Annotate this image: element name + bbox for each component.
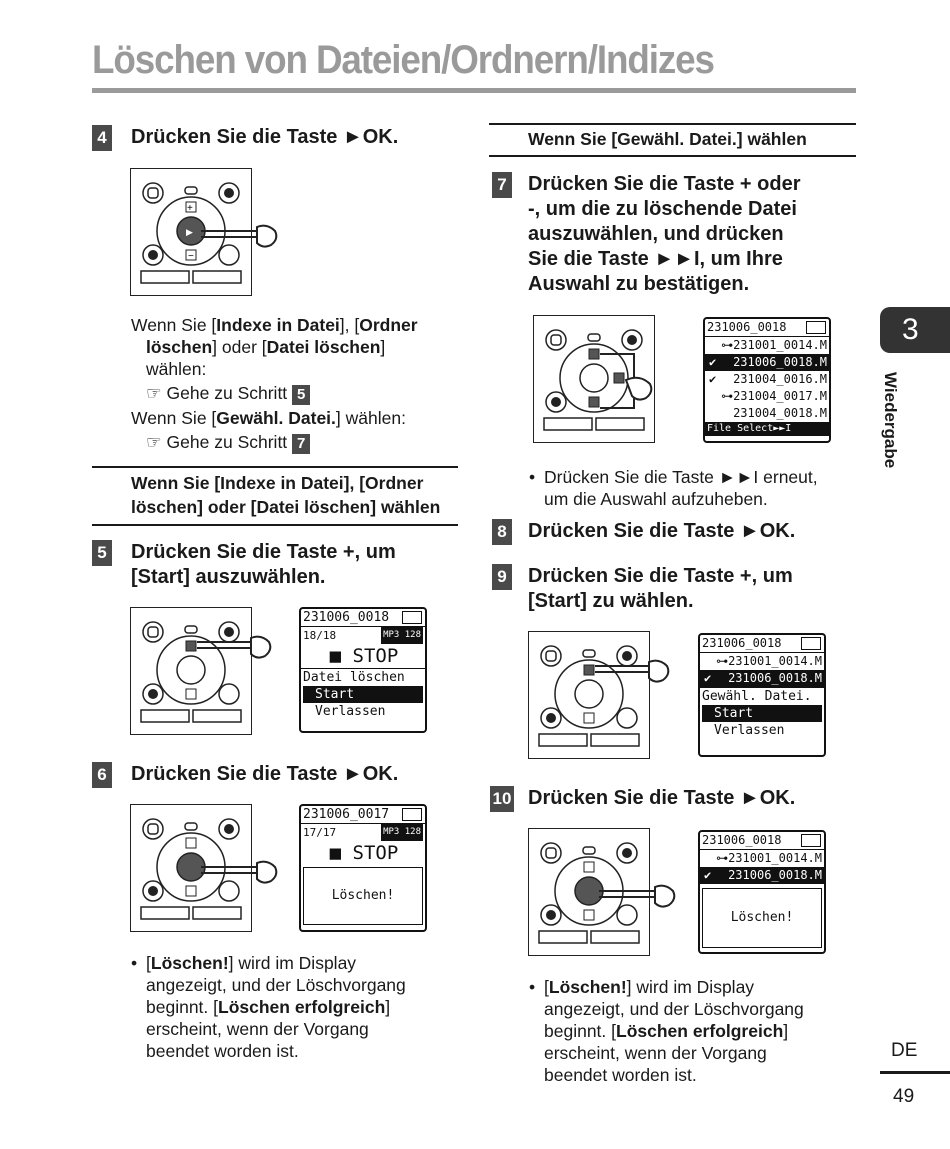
- step-number-5: 5: [92, 540, 112, 566]
- section-heading-right: Wenn Sie [Gewähl. Datei.] wählen: [528, 129, 807, 149]
- footer-rule: [880, 1071, 950, 1074]
- step-4-text: Drücken Sie die Taste ►OK.: [131, 126, 399, 148]
- step-number-6: 6: [92, 762, 112, 788]
- section-heading-left: Wenn Sie [Indexe in Datei], [Ordner lösc…: [131, 473, 441, 517]
- title-rule: [92, 88, 856, 93]
- check-icon: ✔: [709, 372, 717, 386]
- section-rule-bottom-left: [92, 524, 458, 526]
- section-rule-top-left: [92, 466, 458, 468]
- page-title: Löschen von Dateien/Ordnern/Indizes: [92, 38, 715, 82]
- check-icon: ✔: [704, 671, 712, 685]
- lcd-screen-step10: 231006_0018 ⊶231001_0014.M ✔231006_0018.…: [698, 830, 826, 954]
- step-number-10: 10: [490, 786, 514, 812]
- section-rule-top-right: [489, 123, 856, 125]
- page-number: 49: [893, 1086, 915, 1107]
- battery-icon: [801, 637, 821, 650]
- svg-text:+: +: [187, 203, 193, 214]
- device-illustration-step4: ▶ + −: [130, 168, 278, 296]
- device-illustration-step6: [130, 804, 278, 932]
- device-illustration-step10: [528, 828, 676, 956]
- section-rule-bottom-right: [489, 155, 856, 157]
- step-number-4: 4: [92, 125, 112, 151]
- step-10-text: Drücken Sie die Taste ►OK.: [528, 787, 796, 809]
- goto-step-7-badge: 7: [292, 434, 311, 454]
- battery-icon: [801, 834, 821, 847]
- step-5-text: Drücken Sie die Taste +, um [Start] ausz…: [131, 541, 396, 588]
- step-6-bullet: • [Löschen!] wird im Display angezeigt, …: [131, 953, 406, 1061]
- lcd-screen-step9: 231006_0018 ⊶231001_0014.M ✔231006_0018.…: [698, 633, 826, 757]
- step-7-bullet: • Drücken Sie die Taste ►►I erneut, um d…: [529, 467, 818, 509]
- check-icon: ✔: [704, 868, 712, 882]
- step-10-bullet: • [Löschen!] wird im Display angezeigt, …: [529, 977, 804, 1085]
- device-illustration-step7: [533, 315, 655, 443]
- check-icon: ✔: [709, 355, 717, 369]
- device-illustration-step9: [528, 631, 670, 759]
- step-8-text: Drücken Sie die Taste ►OK.: [528, 520, 796, 542]
- svg-text:▶: ▶: [186, 228, 193, 238]
- step-number-8: 8: [492, 519, 512, 545]
- svg-text:−: −: [188, 251, 194, 262]
- step-7-text: Drücken Sie die Taste + oder -, um die z…: [528, 173, 801, 295]
- battery-icon: [402, 808, 422, 821]
- battery-icon: [402, 611, 422, 624]
- battery-icon: [806, 321, 826, 334]
- goto-step-5-badge: 5: [292, 385, 311, 405]
- step-4-note: Wenn Sie [Indexe in Datei], [Ordner lösc…: [131, 315, 418, 454]
- step-number-9: 9: [492, 564, 512, 590]
- chapter-label: Wiedergabe: [881, 372, 900, 469]
- step-6-text: Drücken Sie die Taste ►OK.: [131, 763, 399, 785]
- device-illustration-step5: [130, 607, 272, 735]
- language-label: DE: [891, 1040, 918, 1061]
- lcd-screen-step7: 231006_0018 ⊶231001_0014.M ✔231006_0018.…: [703, 317, 831, 443]
- step-9-text: Drücken Sie die Taste +, um [Start] zu w…: [528, 565, 793, 612]
- chapter-tab: 3: [880, 307, 950, 353]
- step-number-7: 7: [492, 172, 512, 198]
